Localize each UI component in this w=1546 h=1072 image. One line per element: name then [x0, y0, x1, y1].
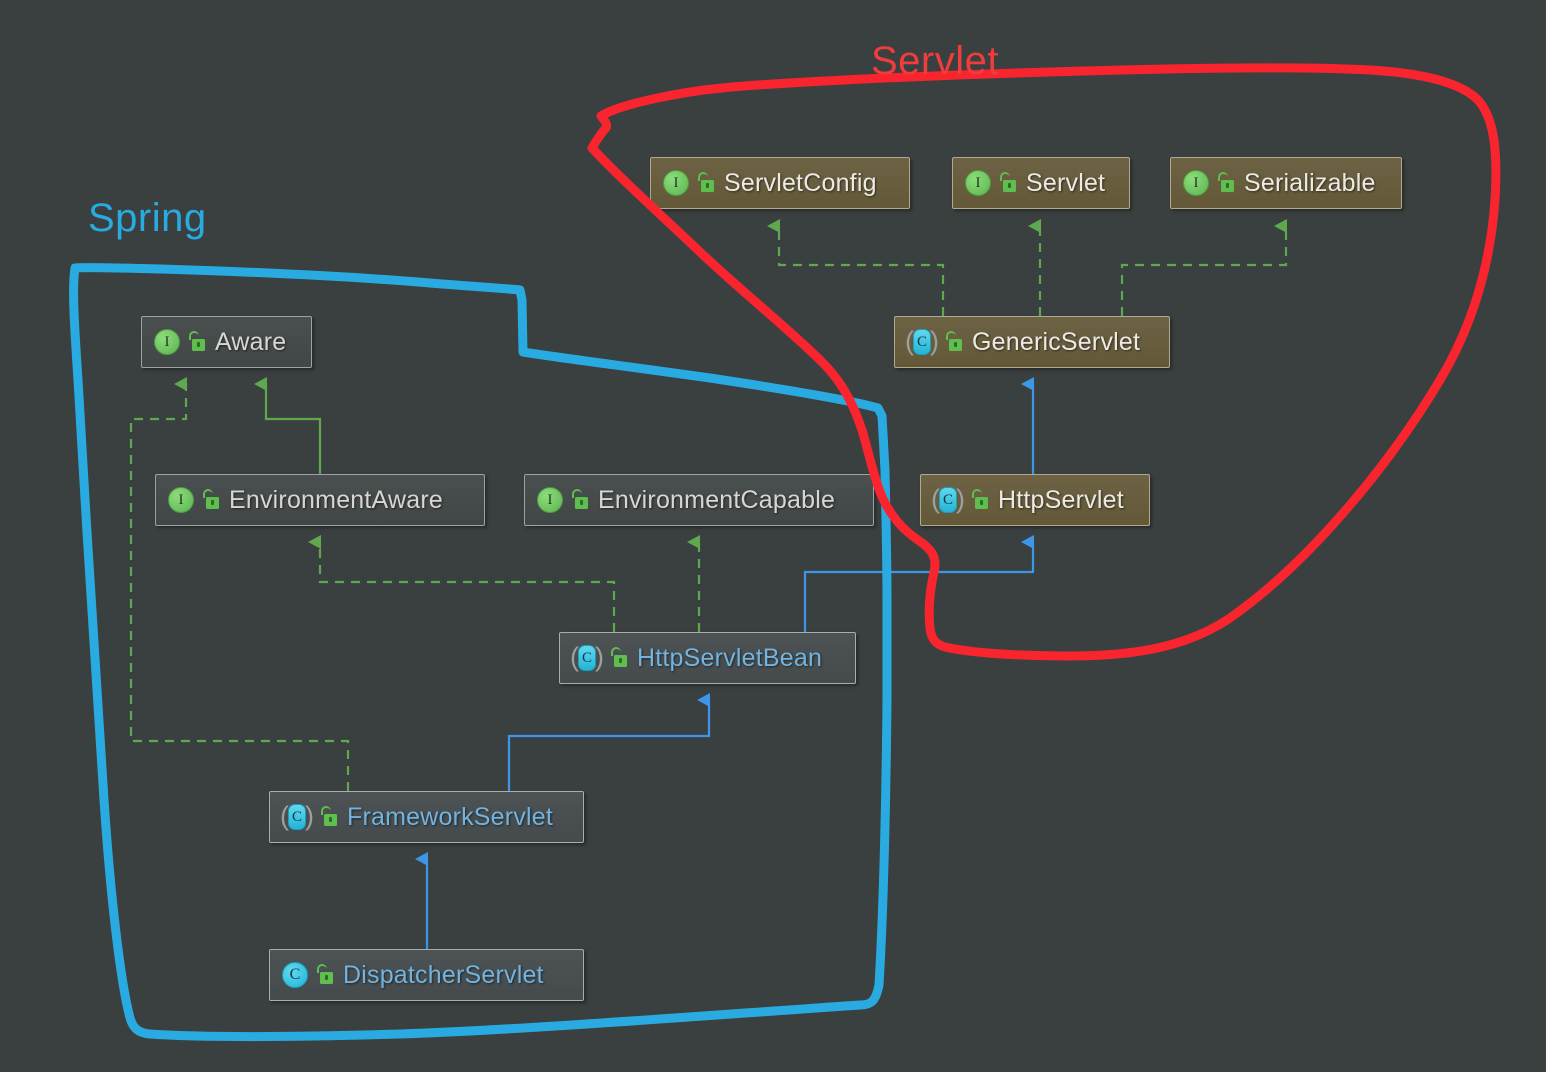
edge-genericservlet-implements-serializable — [1120, 219, 1288, 316]
public-unlocked-icon — [697, 172, 715, 194]
node-label: HttpServletBean — [637, 643, 823, 672]
edge-httpservletbean-extends-httpservlet — [803, 535, 1035, 632]
node-aware[interactable]: I Aware — [141, 316, 312, 368]
node-serializable[interactable]: I Serializable — [1170, 157, 1402, 209]
interface-icon: I — [965, 170, 991, 196]
edge-frameworkservlet-implements-aware — [129, 377, 350, 791]
node-label: Serializable — [1244, 168, 1376, 197]
node-label: FrameworkServlet — [347, 802, 554, 831]
node-label: EnvironmentAware — [229, 485, 443, 514]
interface-icon: I — [168, 487, 194, 513]
region-label-spring: Spring — [88, 196, 207, 240]
interface-icon: I — [1183, 170, 1209, 196]
edge-httpservletbean-implements-environmentaware — [308, 535, 616, 632]
node-label: HttpServlet — [998, 485, 1124, 514]
node-frameworkservlet[interactable]: (C) FrameworkServlet — [269, 791, 584, 843]
node-servlet[interactable]: I Servlet — [952, 157, 1130, 209]
interface-icon: I — [154, 329, 180, 355]
abstract-class-icon: (C) — [931, 484, 965, 514]
edge-genericservlet-implements-servletconfig — [767, 219, 945, 316]
node-label: ServletConfig — [724, 168, 877, 197]
public-unlocked-icon — [945, 331, 963, 353]
public-unlocked-icon — [188, 331, 206, 353]
node-label: EnvironmentCapable — [598, 485, 836, 514]
public-unlocked-icon — [320, 806, 338, 828]
public-unlocked-icon — [999, 172, 1017, 194]
abstract-class-icon: (C) — [280, 801, 314, 831]
node-genericservlet[interactable]: (C) GenericServlet — [894, 316, 1170, 368]
node-dispatcherservlet[interactable]: C DispatcherServlet — [269, 949, 584, 1001]
node-httpservlet[interactable]: (C) HttpServlet — [920, 474, 1150, 526]
node-environmentaware[interactable]: I EnvironmentAware — [155, 474, 485, 526]
node-environmentcapable[interactable]: I EnvironmentCapable — [524, 474, 874, 526]
edge-frameworkservlet-extends-httpservletbean — [507, 693, 711, 791]
region-label-servlet: Servlet — [871, 39, 999, 83]
node-label: Aware — [215, 327, 287, 356]
public-unlocked-icon — [610, 647, 628, 669]
node-servletconfig[interactable]: I ServletConfig — [650, 157, 910, 209]
public-unlocked-icon — [971, 489, 989, 511]
node-label: DispatcherServlet — [343, 960, 544, 989]
public-unlocked-icon — [316, 964, 334, 986]
public-unlocked-icon — [571, 489, 589, 511]
interface-icon: I — [537, 487, 563, 513]
node-label: GenericServlet — [972, 327, 1141, 356]
node-label: Servlet — [1026, 168, 1106, 197]
abstract-class-icon: (C) — [570, 642, 604, 672]
public-unlocked-icon — [1217, 172, 1235, 194]
node-httpservletbean[interactable]: (C) HttpServletBean — [559, 632, 856, 684]
interface-icon: I — [663, 170, 689, 196]
public-unlocked-icon — [202, 489, 220, 511]
class-icon: C — [282, 962, 308, 988]
abstract-class-icon: (C) — [905, 326, 939, 356]
edge-environmentaware-extends-aware — [254, 377, 322, 474]
